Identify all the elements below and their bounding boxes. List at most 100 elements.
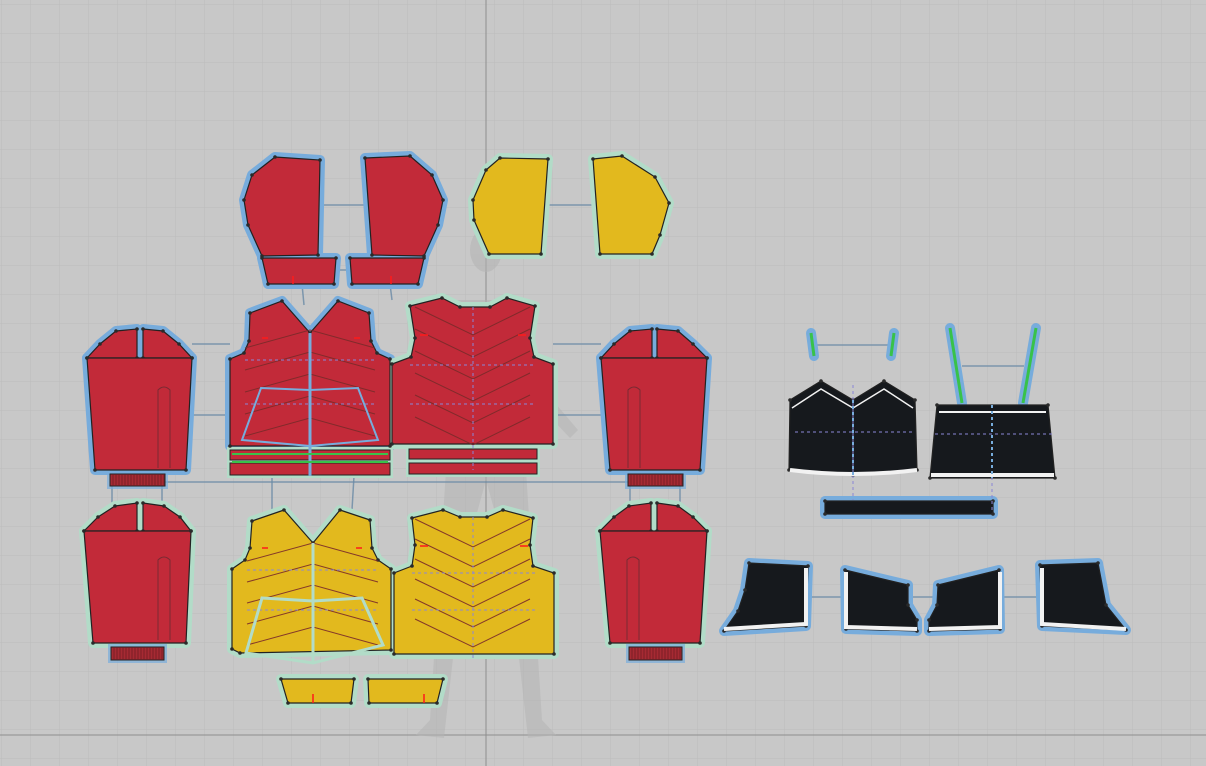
vertex-point[interactable]: [487, 252, 491, 256]
sleeve-red-2-body[interactable]: [83, 530, 192, 644]
vertex-point[interactable]: [528, 543, 532, 547]
vertex-point[interactable]: [997, 568, 1001, 572]
vertex-point[interactable]: [247, 339, 251, 343]
vertex-point[interactable]: [441, 198, 445, 202]
vertex-point[interactable]: [823, 499, 827, 503]
vertex-point[interactable]: [440, 296, 444, 300]
vertex-point[interactable]: [1053, 476, 1057, 480]
vertex-point[interactable]: [334, 256, 338, 260]
vertex-point[interactable]: [472, 218, 476, 222]
vertex-point[interactable]: [551, 362, 555, 366]
vertex-point[interactable]: [591, 157, 595, 161]
vertex-point[interactable]: [375, 351, 379, 355]
vertex-point[interactable]: [649, 501, 653, 505]
vertex-point[interactable]: [416, 282, 420, 286]
vertex-point[interactable]: [113, 504, 117, 508]
strap-long-left[interactable]: [948, 327, 964, 404]
vertex-point[interactable]: [458, 305, 462, 309]
vertex-point[interactable]: [627, 504, 631, 508]
vertex-point[interactable]: [410, 564, 414, 568]
vertex-point[interactable]: [318, 158, 322, 162]
hood-red-right[interactable]: [364, 155, 444, 257]
vertex-point[interactable]: [882, 379, 886, 383]
vertex-point[interactable]: [368, 518, 372, 522]
vertex-point[interactable]: [413, 543, 417, 547]
vertex-point[interactable]: [93, 468, 97, 472]
vertex-point[interactable]: [458, 515, 462, 519]
sleeve-red-3b[interactable]: [656, 328, 709, 359]
cuff-red-2[interactable]: [110, 646, 165, 661]
vertex-point[interactable]: [698, 641, 702, 645]
vertex-point[interactable]: [430, 173, 434, 177]
vertex-point[interactable]: [650, 327, 654, 331]
cuff-red-3[interactable]: [627, 473, 684, 487]
hood-red-left[interactable]: [243, 156, 321, 257]
vertex-point[interactable]: [552, 571, 556, 575]
vertex-point[interactable]: [823, 512, 827, 516]
vertex-point[interactable]: [819, 379, 823, 383]
vertex-point[interactable]: [242, 198, 246, 202]
vertex-point[interactable]: [598, 529, 602, 533]
vertex-point[interactable]: [228, 357, 232, 361]
hood-band-red-right[interactable]: [349, 257, 425, 285]
vertex-point[interactable]: [528, 336, 532, 340]
vertex-point[interactable]: [612, 515, 616, 519]
hood-yellow-left[interactable]: [472, 157, 549, 255]
vertex-point[interactable]: [85, 356, 89, 360]
vertex-point[interactable]: [667, 201, 671, 205]
vertex-point[interactable]: [363, 156, 367, 160]
vertex-point[interactable]: [608, 641, 612, 645]
vertex-point[interactable]: [135, 327, 139, 331]
vertex-point[interactable]: [190, 356, 194, 360]
vertex-point[interactable]: [935, 603, 939, 607]
vertex-point[interactable]: [705, 356, 709, 360]
vertex-point[interactable]: [488, 305, 492, 309]
vertex-point[interactable]: [650, 252, 654, 256]
cuff-red-4[interactable]: [628, 646, 683, 661]
vertex-point[interactable]: [658, 233, 662, 237]
vertex-point[interactable]: [498, 156, 502, 160]
vertex-point[interactable]: [230, 647, 234, 651]
vertex-point[interactable]: [653, 175, 657, 179]
vertex-point[interactable]: [743, 588, 747, 592]
hood-yellow-right[interactable]: [592, 155, 670, 255]
vertex-point[interactable]: [369, 339, 373, 343]
vertex-point[interactable]: [413, 336, 417, 340]
vertex-point[interactable]: [991, 512, 995, 516]
kangaroo-pocket-yellow[interactable]: [244, 596, 386, 665]
vertex-point[interactable]: [370, 546, 374, 550]
vertex-point[interactable]: [501, 508, 505, 512]
vertex-point[interactable]: [906, 583, 910, 587]
vertex-point[interactable]: [736, 609, 740, 613]
vertex-point[interactable]: [788, 398, 792, 402]
vertex-point[interactable]: [390, 362, 394, 366]
vertex-point[interactable]: [913, 398, 917, 402]
vertex-point[interactable]: [352, 677, 356, 681]
vertex-point[interactable]: [177, 342, 181, 346]
vertex-point[interactable]: [189, 529, 193, 533]
vertex-point[interactable]: [273, 155, 277, 159]
vertex-point[interactable]: [441, 508, 445, 512]
vertex-point[interactable]: [392, 652, 396, 656]
vertex-point[interactable]: [367, 311, 371, 315]
vertex-point[interactable]: [655, 327, 659, 331]
vertex-point[interactable]: [243, 558, 247, 562]
strap-short-right[interactable]: [889, 332, 896, 357]
vertex-point[interactable]: [599, 356, 603, 360]
vertex-point[interactable]: [422, 256, 426, 260]
cuff-red-1[interactable]: [109, 473, 166, 487]
vertex-point[interactable]: [598, 252, 602, 256]
pocket-band-yellow-right[interactable]: [367, 678, 444, 704]
vertex-point[interactable]: [82, 529, 86, 533]
sleeve-red-4b[interactable]: [656, 502, 709, 532]
vertex-point[interactable]: [286, 701, 290, 705]
vertex-point[interactable]: [628, 329, 632, 333]
vertex-point[interactable]: [228, 444, 232, 448]
strap-short-left[interactable]: [809, 332, 816, 357]
vertex-point[interactable]: [935, 403, 939, 407]
vertex-point[interactable]: [389, 567, 393, 571]
vertex-point[interactable]: [141, 327, 145, 331]
vertex-point[interactable]: [410, 516, 414, 520]
vertex-point[interactable]: [1046, 403, 1050, 407]
vertex-point[interactable]: [336, 299, 340, 303]
